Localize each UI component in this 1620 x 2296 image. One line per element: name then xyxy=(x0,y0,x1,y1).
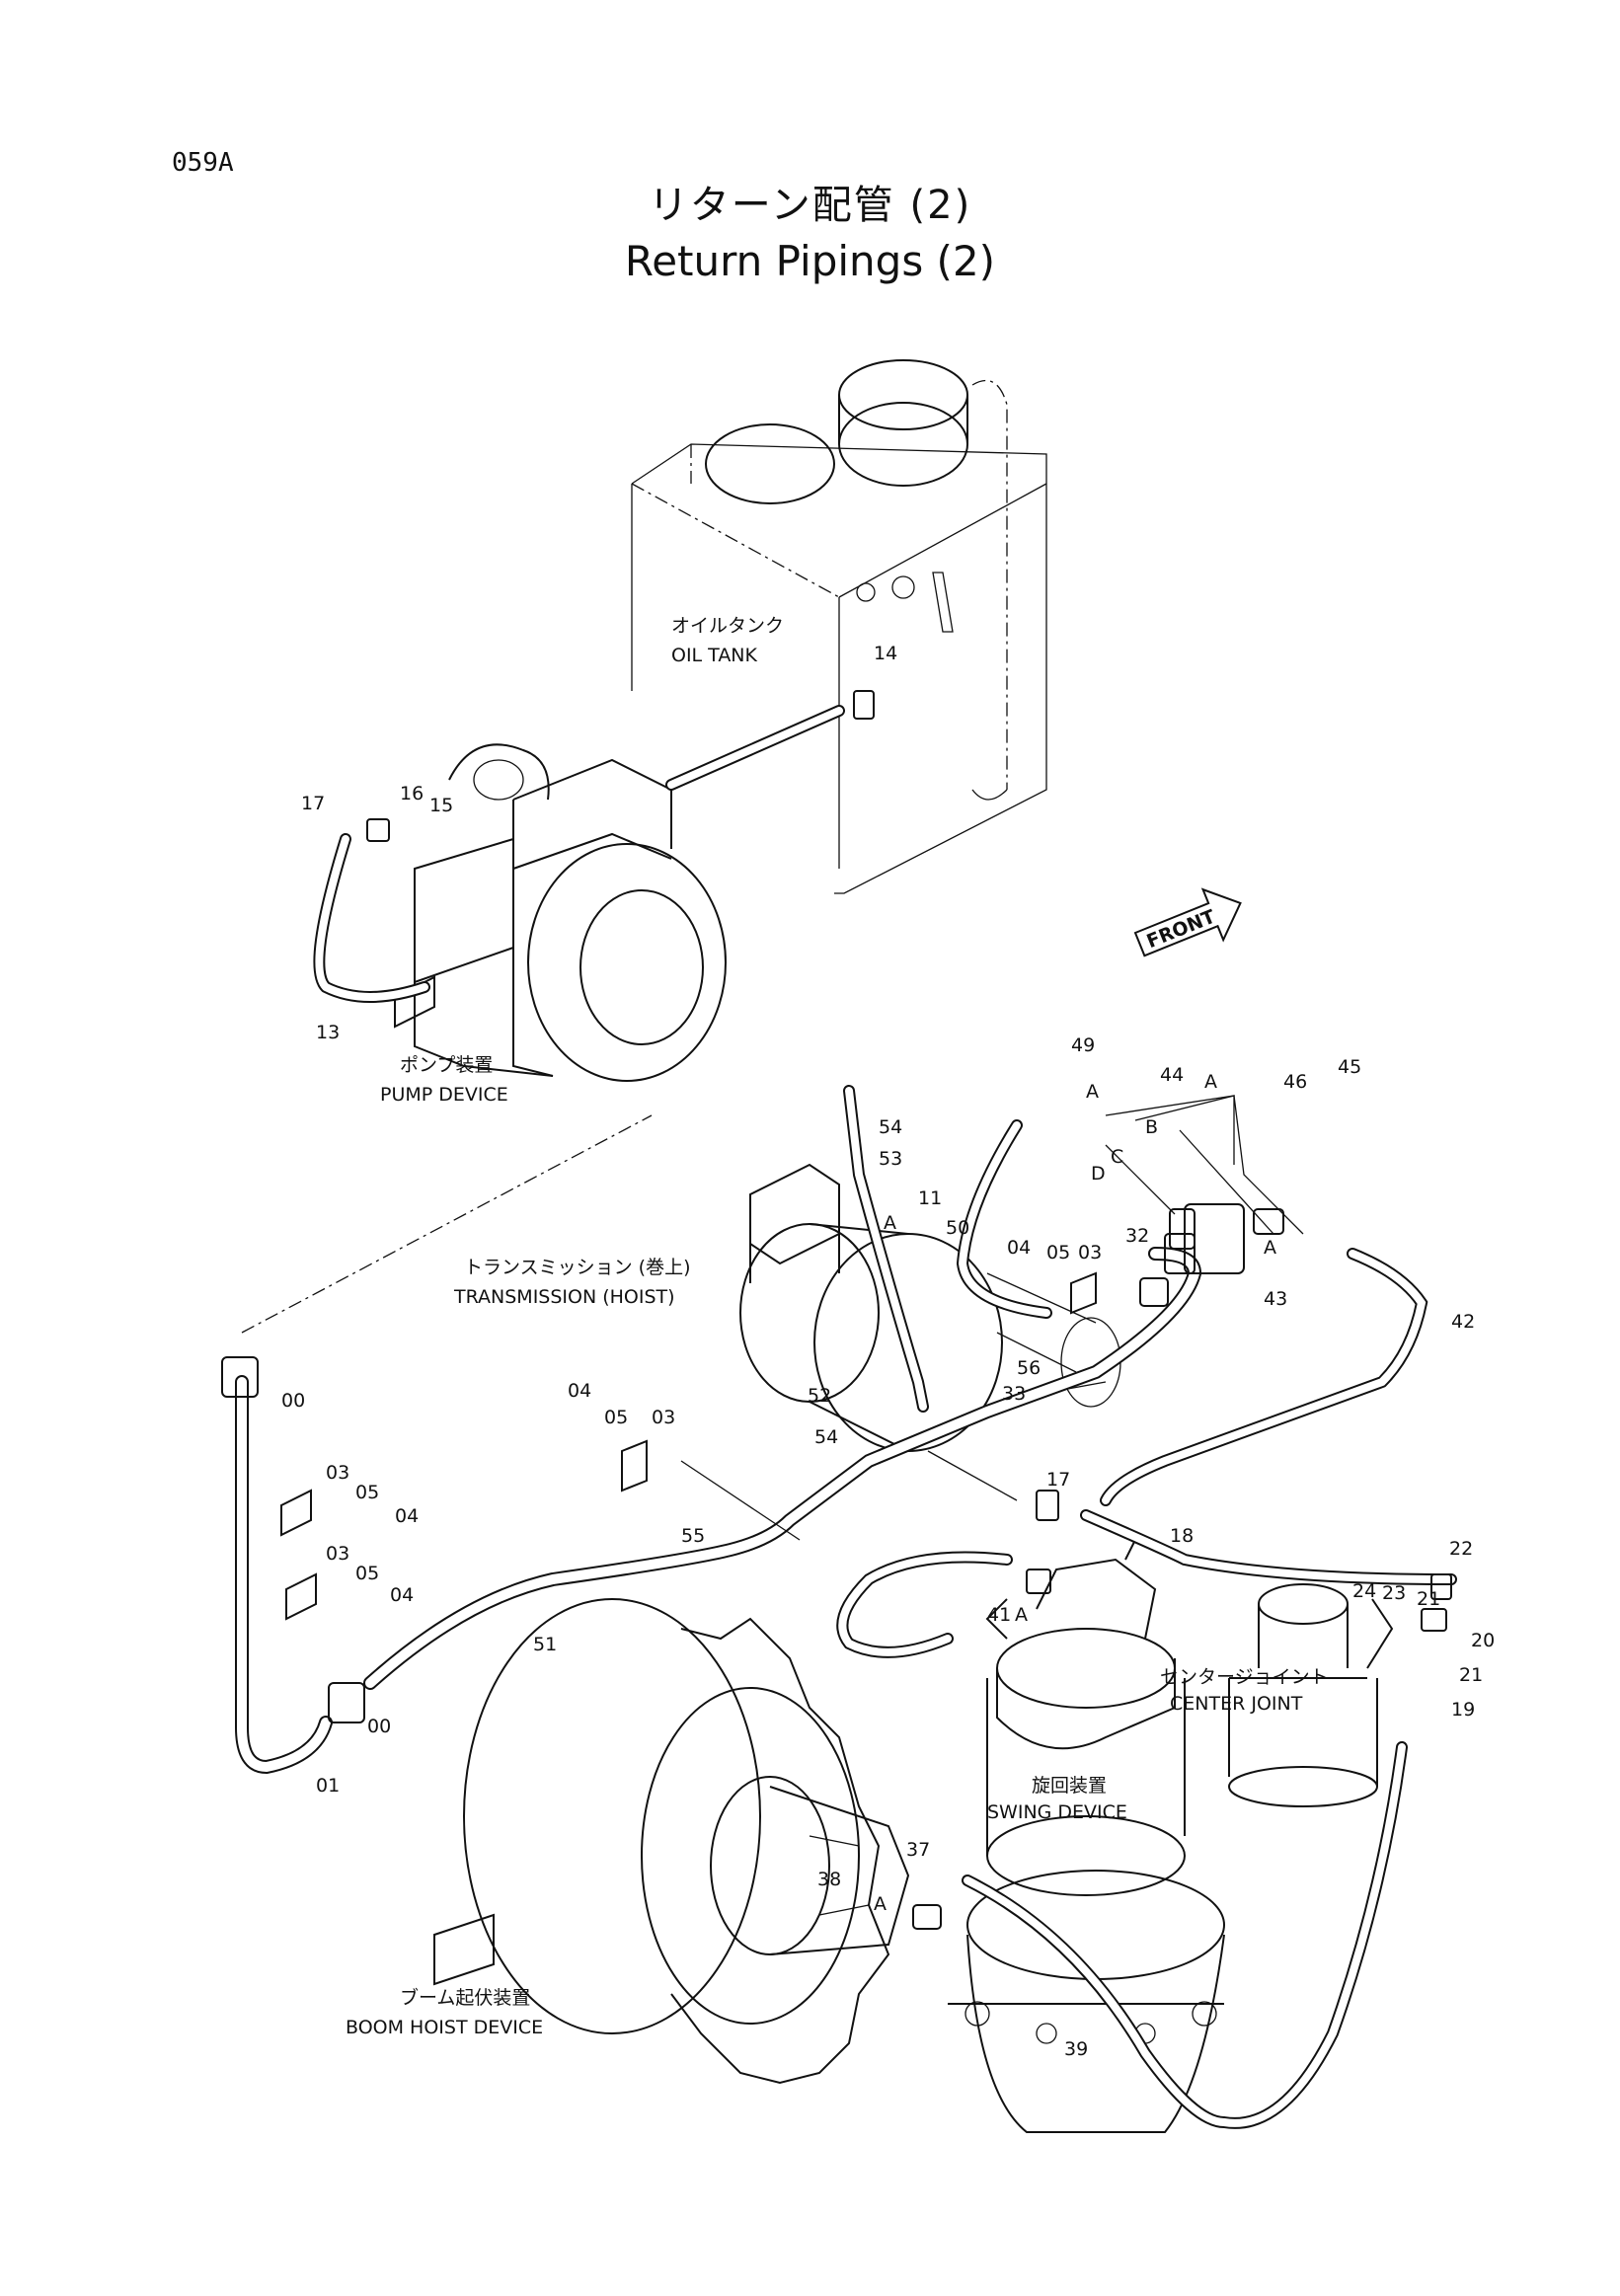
transmission-label-ja: トランスミッション (巻上) xyxy=(464,1257,691,1278)
callout: 04 xyxy=(390,1584,414,1606)
callout: 05 xyxy=(355,1563,379,1584)
callout: 17 xyxy=(1046,1469,1070,1491)
callout: 45 xyxy=(1338,1056,1361,1078)
callout: 03 xyxy=(652,1407,675,1428)
title-english: Return Pipings (2) xyxy=(624,237,996,285)
callout: 52 xyxy=(808,1385,831,1407)
callout: 11 xyxy=(918,1187,942,1209)
callout: 56 xyxy=(1017,1357,1041,1379)
callout: A xyxy=(1204,1071,1217,1093)
callout: 03 xyxy=(326,1543,349,1565)
center-joint-label-en: CENTER JOINT xyxy=(1170,1693,1303,1715)
callout: 00 xyxy=(367,1716,391,1737)
callout: 00 xyxy=(281,1390,305,1412)
center-joint-label-ja: センタージョイント xyxy=(1160,1666,1329,1688)
swing-label-en: SWING DEVICE xyxy=(987,1801,1127,1823)
callout: 21 xyxy=(1459,1664,1483,1686)
callout: C xyxy=(1111,1146,1123,1168)
callout: A xyxy=(874,1893,887,1915)
callout: 39 xyxy=(1064,2038,1088,2060)
callout: 20 xyxy=(1471,1630,1495,1651)
oil-tank-label-en: OIL TANK xyxy=(671,645,758,666)
pump-device xyxy=(394,743,727,1082)
callout: 14 xyxy=(874,643,897,664)
callout: 53 xyxy=(879,1148,902,1170)
front-label: FRONT xyxy=(1144,906,1219,954)
component-labels: オイルタンク OIL TANK ポンプ装置 PUMP DEVICE トランスミッ… xyxy=(346,615,1329,2038)
boom-hoist-device xyxy=(433,1598,910,2085)
oil-tank xyxy=(631,359,1047,894)
callout: B xyxy=(1145,1116,1158,1138)
callout: 37 xyxy=(906,1839,930,1861)
callout: 55 xyxy=(681,1525,705,1547)
front-arrow: FRONT xyxy=(1133,887,1242,957)
callout: 42 xyxy=(1451,1311,1475,1333)
callout: 21 xyxy=(1417,1588,1440,1610)
callout: 13 xyxy=(316,1022,340,1043)
callout: 41 xyxy=(987,1604,1011,1626)
callout: 24 xyxy=(1352,1580,1376,1602)
center-joint xyxy=(1228,1583,1394,1807)
callout: 46 xyxy=(1283,1071,1307,1093)
callout: 03 xyxy=(1078,1242,1102,1263)
callout: 01 xyxy=(316,1775,340,1797)
boom-label-en: BOOM HOIST DEVICE xyxy=(346,2017,543,2038)
callout: 04 xyxy=(1007,1237,1031,1259)
callout: D xyxy=(1091,1163,1106,1185)
part-callouts: 14 17 16 15 13 49 46 45 44 A A B C D 54 … xyxy=(281,643,1495,2060)
callout: 04 xyxy=(568,1380,591,1402)
callout: 49 xyxy=(1071,1034,1095,1056)
callout: A xyxy=(884,1212,896,1234)
callout: 04 xyxy=(395,1505,419,1527)
callout: 19 xyxy=(1451,1699,1475,1721)
swing-label-ja: 旋回装置 xyxy=(1032,1775,1107,1797)
callout: 54 xyxy=(814,1426,838,1448)
pipes xyxy=(235,705,1457,2129)
boom-label-ja: ブーム起伏装置 xyxy=(400,1986,530,2009)
callout: 51 xyxy=(533,1634,557,1655)
callout: 03 xyxy=(326,1462,349,1484)
callout: A xyxy=(1264,1237,1276,1259)
callout: 18 xyxy=(1170,1525,1194,1547)
oil-tank-label-ja: オイルタンク xyxy=(671,615,784,637)
callout: A xyxy=(1015,1604,1028,1626)
callout: 16 xyxy=(400,783,424,804)
pump-label-ja: ポンプ装置 xyxy=(400,1054,493,1076)
callout: 17 xyxy=(301,793,325,814)
callout: 44 xyxy=(1160,1064,1184,1086)
callout: A xyxy=(1086,1081,1099,1103)
callout: 15 xyxy=(429,795,453,816)
callout: 05 xyxy=(355,1482,379,1503)
callout: 38 xyxy=(817,1869,841,1890)
callout: 05 xyxy=(604,1407,628,1428)
callout: 22 xyxy=(1449,1538,1473,1560)
callout: 50 xyxy=(946,1217,969,1239)
callout: 33 xyxy=(1002,1383,1026,1405)
page-code: 059A xyxy=(172,148,234,178)
callout: 05 xyxy=(1046,1242,1070,1263)
fittings xyxy=(221,690,1452,1930)
callout: 54 xyxy=(879,1116,902,1138)
title-japanese: リターン配管 (2) xyxy=(648,183,972,228)
callout: 23 xyxy=(1382,1582,1406,1604)
transmission-label-en: TRANSMISSION (HOIST) xyxy=(453,1286,675,1308)
leader-lines xyxy=(241,1095,1304,1541)
callout: 43 xyxy=(1264,1288,1287,1310)
callout: 32 xyxy=(1125,1225,1149,1247)
pump-label-en: PUMP DEVICE xyxy=(380,1084,508,1106)
